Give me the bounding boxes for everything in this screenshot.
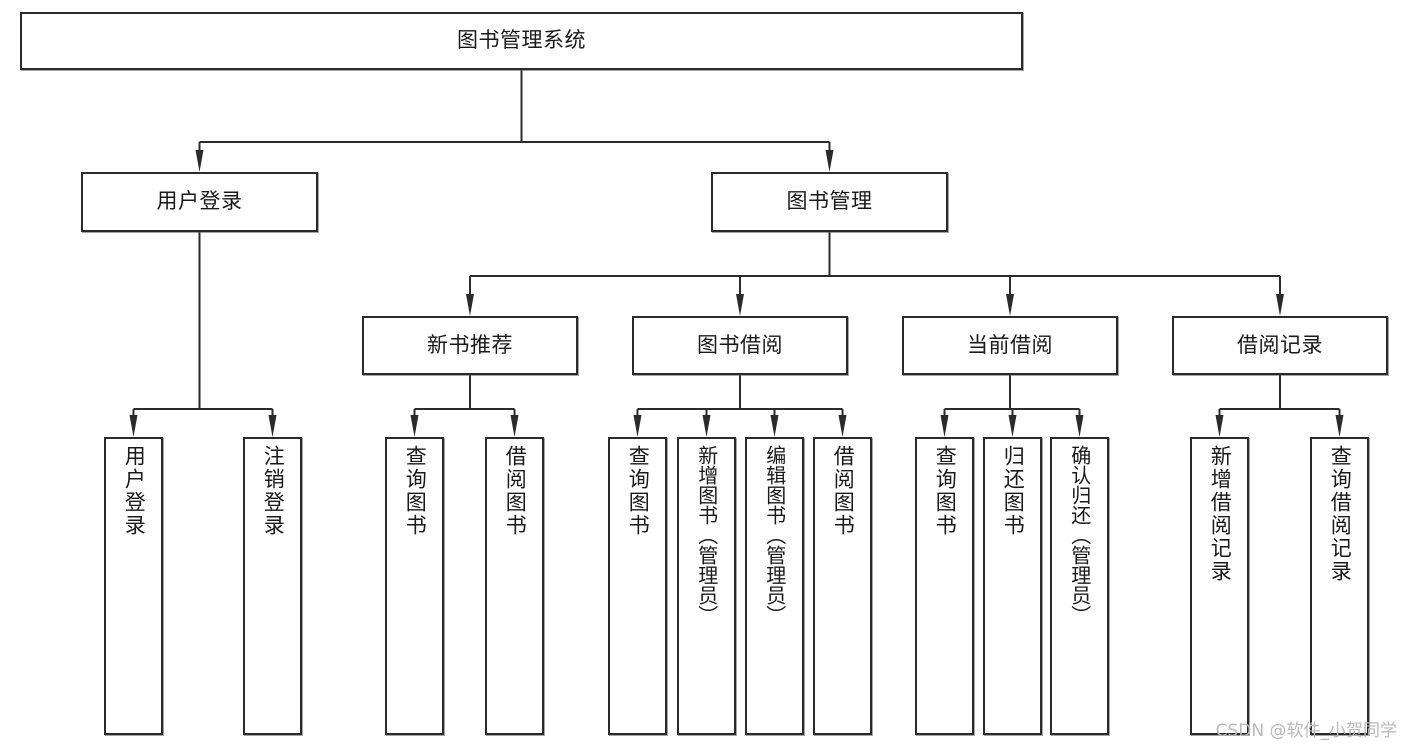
node-leaf-query-book-1: 查询图书 [385,437,444,735]
node-label: 图书管理系统 [457,28,586,53]
node-current: 当前借阅 [902,316,1118,375]
node-leaf-confirm-return: 确认归还（管理员） [1050,437,1109,735]
node-leaf-borrow-book-2: 借阅图书 [813,437,872,735]
node-leaf-logout: 注销登录 [243,437,302,735]
connector-arrowhead [466,294,474,316]
csdn-watermark: CSDN @软件_小贺同学 [1215,721,1397,741]
node-label: 当前借阅 [967,332,1053,357]
node-leaf-user-login: 用户登录 [104,437,163,735]
node-label: 借阅图书 [831,445,856,537]
node-label: 确认归还（管理员） [1067,445,1092,625]
node-newbook: 新书推荐 [362,316,578,375]
node-label: 查询图书 [626,445,651,537]
connector-arrowhead [736,294,744,316]
node-leaf-edit-book: 编辑图书（管理员） [745,437,804,735]
node-login: 用户登录 [81,172,318,232]
connector-arrowhead [633,415,642,437]
node-label: 图书借阅 [697,332,783,357]
connector-arrowhead [1075,415,1084,437]
node-bookmgmt: 图书管理 [711,172,948,232]
node-leaf-query-record: 查询借阅记录 [1310,437,1369,735]
node-records: 借阅记录 [1172,316,1388,375]
node-root: 图书管理系统 [20,12,1023,70]
connector-arrowhead [510,415,519,437]
node-borrow: 图书借阅 [632,316,848,375]
node-leaf-add-book: 新增图书（管理员） [677,437,736,735]
node-label: 新增图书（管理员） [694,445,719,625]
node-label: 借阅记录 [1237,332,1323,357]
node-leaf-query-book-3: 查询图书 [915,437,974,735]
node-label: 注销登录 [261,445,286,537]
node-leaf-query-book-2: 查询图书 [608,437,667,735]
connector-arrowhead [410,415,419,437]
connector-arrowhead [838,415,847,437]
node-leaf-borrow-book-1: 借阅图书 [485,437,544,735]
connector-arrowhead [1008,415,1017,437]
connector-arrowhead [195,150,204,172]
connector-arrowhead [770,415,779,437]
connector-arrowhead [268,415,277,437]
node-label: 归还图书 [1001,445,1026,537]
node-label: 查询图书 [933,445,958,537]
node-label: 用户登录 [122,445,147,537]
node-label: 新书推荐 [427,332,513,357]
connector-arrowhead [940,415,949,437]
node-label: 查询借阅记录 [1328,445,1353,583]
node-label: 用户登录 [156,189,243,214]
node-label: 借阅图书 [503,445,528,537]
node-label: 查询图书 [403,445,428,537]
connector-arrowhead [129,415,138,437]
connector-arrowhead [825,150,834,172]
connector-arrowhead [1215,415,1224,437]
node-label: 新增借阅记录 [1208,445,1233,583]
connector-arrowhead [1335,415,1344,437]
connector-arrowhead [1006,294,1014,316]
node-label: 编辑图书（管理员） [762,445,787,625]
node-leaf-add-record: 新增借阅记录 [1190,437,1249,735]
node-label: 图书管理 [786,189,873,214]
node-leaf-return-book: 归还图书 [983,437,1042,735]
connector-arrowhead [702,415,711,437]
connector-arrowhead [1276,294,1284,316]
